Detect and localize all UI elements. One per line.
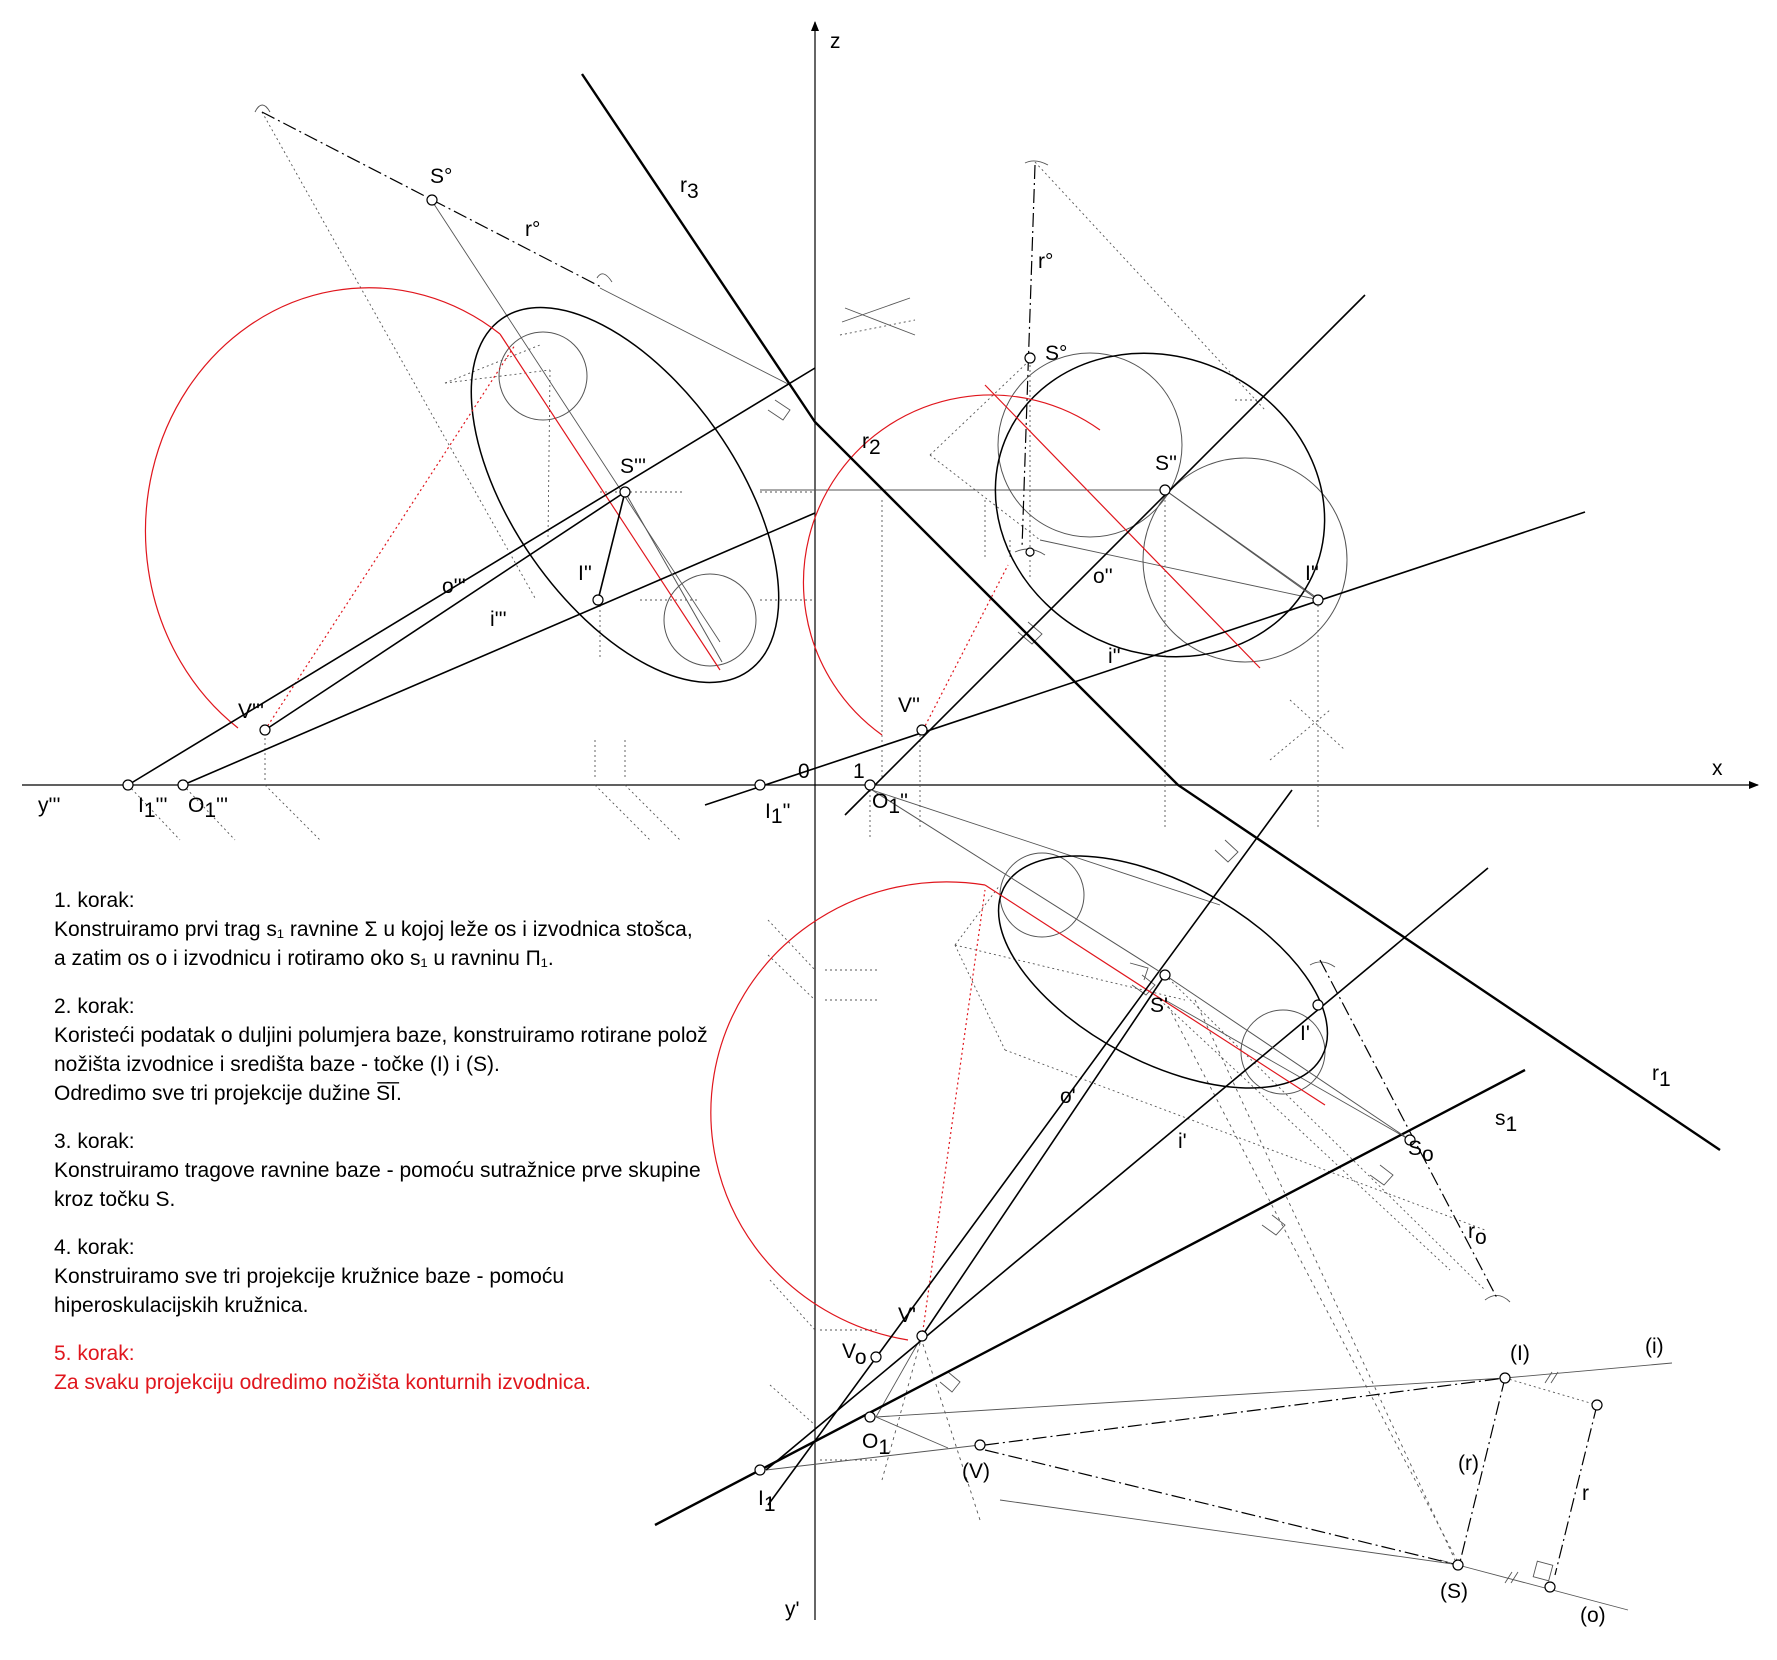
label-So-top: So [1408, 1137, 1434, 1166]
dashdot-lines [261, 111, 1598, 1576]
step-title: 3. korak: [54, 1130, 135, 1153]
step-title: 5. korak: [54, 1342, 135, 1365]
label-V-front: V'' [898, 694, 920, 717]
step-line: Konstruiramo tragove ravnine baze - pomo… [54, 1159, 701, 1182]
label-o-front: o'' [1093, 565, 1113, 588]
cone-lines [127, 294, 1586, 1506]
label-O1-top: O1 [862, 1430, 890, 1459]
step-line: Za svaku projekciju odredimo nožišta kon… [54, 1371, 591, 1394]
label-ro-top: ro [1468, 1220, 1487, 1249]
label-r2: r2 [862, 430, 881, 459]
trace-r [581, 73, 1721, 1151]
label-I-rot: (I) [1510, 1342, 1530, 1365]
label-O1-side: O1''' [188, 794, 228, 822]
step-title: 4. korak: [54, 1236, 135, 1259]
label-I1-top: I1 [758, 1487, 776, 1516]
label-So-front: S° [1045, 342, 1067, 365]
step-3: 3. korak: Konstruiramo tragove ravnine b… [54, 1127, 774, 1214]
step-title: 1. korak: [54, 889, 135, 912]
step-line: nožišta izvodnice i središta baze - točk… [54, 1053, 500, 1076]
label-r: r [1582, 1482, 1589, 1505]
base-ellipse-side [470, 306, 780, 684]
base-ellipse-top [997, 855, 1329, 1089]
label-ro-side: r° [525, 218, 540, 241]
axis-label-y-top: y' [785, 1598, 800, 1621]
axis-label-x: x [1712, 757, 1723, 780]
step-line: Konstruiramo prvi trag s₁ ravnine Σ u ko… [54, 918, 693, 941]
step-line: kroz točku S. [54, 1188, 176, 1211]
label-ro-front: r° [1038, 250, 1053, 273]
label-r-rot: (r) [1458, 1452, 1479, 1475]
label-V-top: V' [898, 1304, 916, 1327]
trace-s1 [654, 1068, 1526, 1527]
o-side [127, 367, 816, 786]
step-line: Koristeći podatak o duljini polumjera ba… [54, 1024, 708, 1047]
step-line: a zatim os o i izvodnicu i rotiramo oko … [54, 947, 554, 970]
label-o-side: o''' [442, 575, 466, 598]
label-S-rot: (S) [1440, 1580, 1468, 1603]
label-V-rot: (V) [962, 1460, 990, 1483]
points [122, 194, 1603, 1593]
base-ellipses [470, 306, 1329, 1089]
label-i-side: i''' [490, 608, 507, 631]
step-line: Odredimo sve tri projekcije dužine S̅I̅. [54, 1082, 402, 1105]
axes [22, 21, 1759, 1620]
axis-label-z: z [830, 30, 841, 53]
thin-solid [624, 489, 1411, 1141]
construction-lines [127, 104, 1673, 1611]
label-S-side: S° [430, 165, 452, 188]
label-O1-front: O1'' [872, 790, 908, 818]
label-S-top: S' [1150, 994, 1168, 1017]
hyperosculating-circles [498, 331, 1348, 1095]
axis-label-y-side: y''' [38, 794, 61, 817]
labels: z x y''' y' 0 1 r3 r2 r1 s1 S° r° S''' I… [38, 30, 1723, 1627]
step-1: 1. korak: Konstruiramo prvi trag s₁ ravn… [54, 886, 774, 973]
step-line: Konstruiramo sve tri projekcije kružnice… [54, 1265, 565, 1288]
step-title: 2. korak: [54, 995, 135, 1018]
step-line: hiperoskulacijskih kružnica. [54, 1294, 309, 1317]
label-s1: s1 [1495, 1107, 1517, 1136]
traces [581, 73, 1721, 1527]
i-front [704, 511, 1586, 806]
label-r1: r1 [1652, 1062, 1671, 1091]
label-S-front: S'' [1155, 452, 1177, 475]
base-ellipse-front [994, 352, 1326, 658]
label-Vo-top: Vo [842, 1340, 867, 1369]
label-I-front: I'' [1305, 562, 1319, 585]
step-2: 2. korak: Koristeći podatak o duljini po… [54, 992, 774, 1108]
label-S3: S''' [620, 455, 646, 478]
label-i-front: i'' [1108, 645, 1121, 668]
label-I1-side: I1''' [138, 794, 168, 822]
i-top [765, 867, 1489, 1471]
label-o-top: o' [1060, 1085, 1076, 1108]
o-front [844, 294, 1366, 816]
label-I-top: I' [1300, 1022, 1310, 1045]
step-4: 4. korak: Konstruiramo sve tri projekcij… [54, 1233, 774, 1320]
construction-steps: 1. korak: Konstruiramo prvi trag s₁ ravn… [54, 886, 774, 1416]
label-r3: r3 [680, 174, 699, 203]
o-top [767, 789, 1293, 1506]
label-o-rot: (o) [1580, 1604, 1606, 1627]
label-i-top: i' [1178, 1130, 1187, 1153]
label-I-side: I'' [578, 562, 592, 585]
label-i-rot: (i) [1645, 1335, 1664, 1358]
label-I1-front: I1'' [765, 800, 791, 828]
step-5: 5. korak: Za svaku projekciju odredimo n… [54, 1339, 774, 1397]
i-side [182, 512, 816, 786]
label-V-side: V''' [238, 700, 264, 723]
unit-label: 1 [853, 760, 865, 783]
origin-label: 0 [798, 760, 810, 783]
